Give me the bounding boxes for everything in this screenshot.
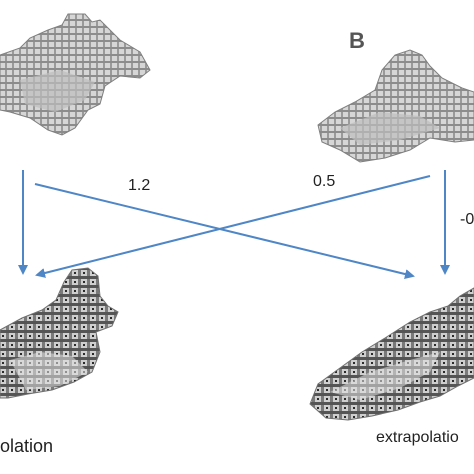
voxel-aircraft-top-right: [317, 49, 474, 163]
voxel-aircraft-top-left: [0, 13, 151, 136]
caption-left: olation: [0, 436, 54, 456]
caption-right: extrapolatio: [376, 429, 459, 446]
weight-label-right: 0.5: [313, 173, 336, 190]
arrow-cross-to-right: [34, 183, 415, 279]
arrow-cross-to-left: [35, 175, 431, 278]
weight-label-left: 1.2: [128, 177, 151, 194]
panel-label: B: [349, 28, 365, 53]
voxel-aircraft-bottom-left: [0, 267, 119, 399]
weight-label-far-right: -0: [460, 211, 474, 228]
voxel-aircraft-bottom-right: [309, 287, 474, 421]
